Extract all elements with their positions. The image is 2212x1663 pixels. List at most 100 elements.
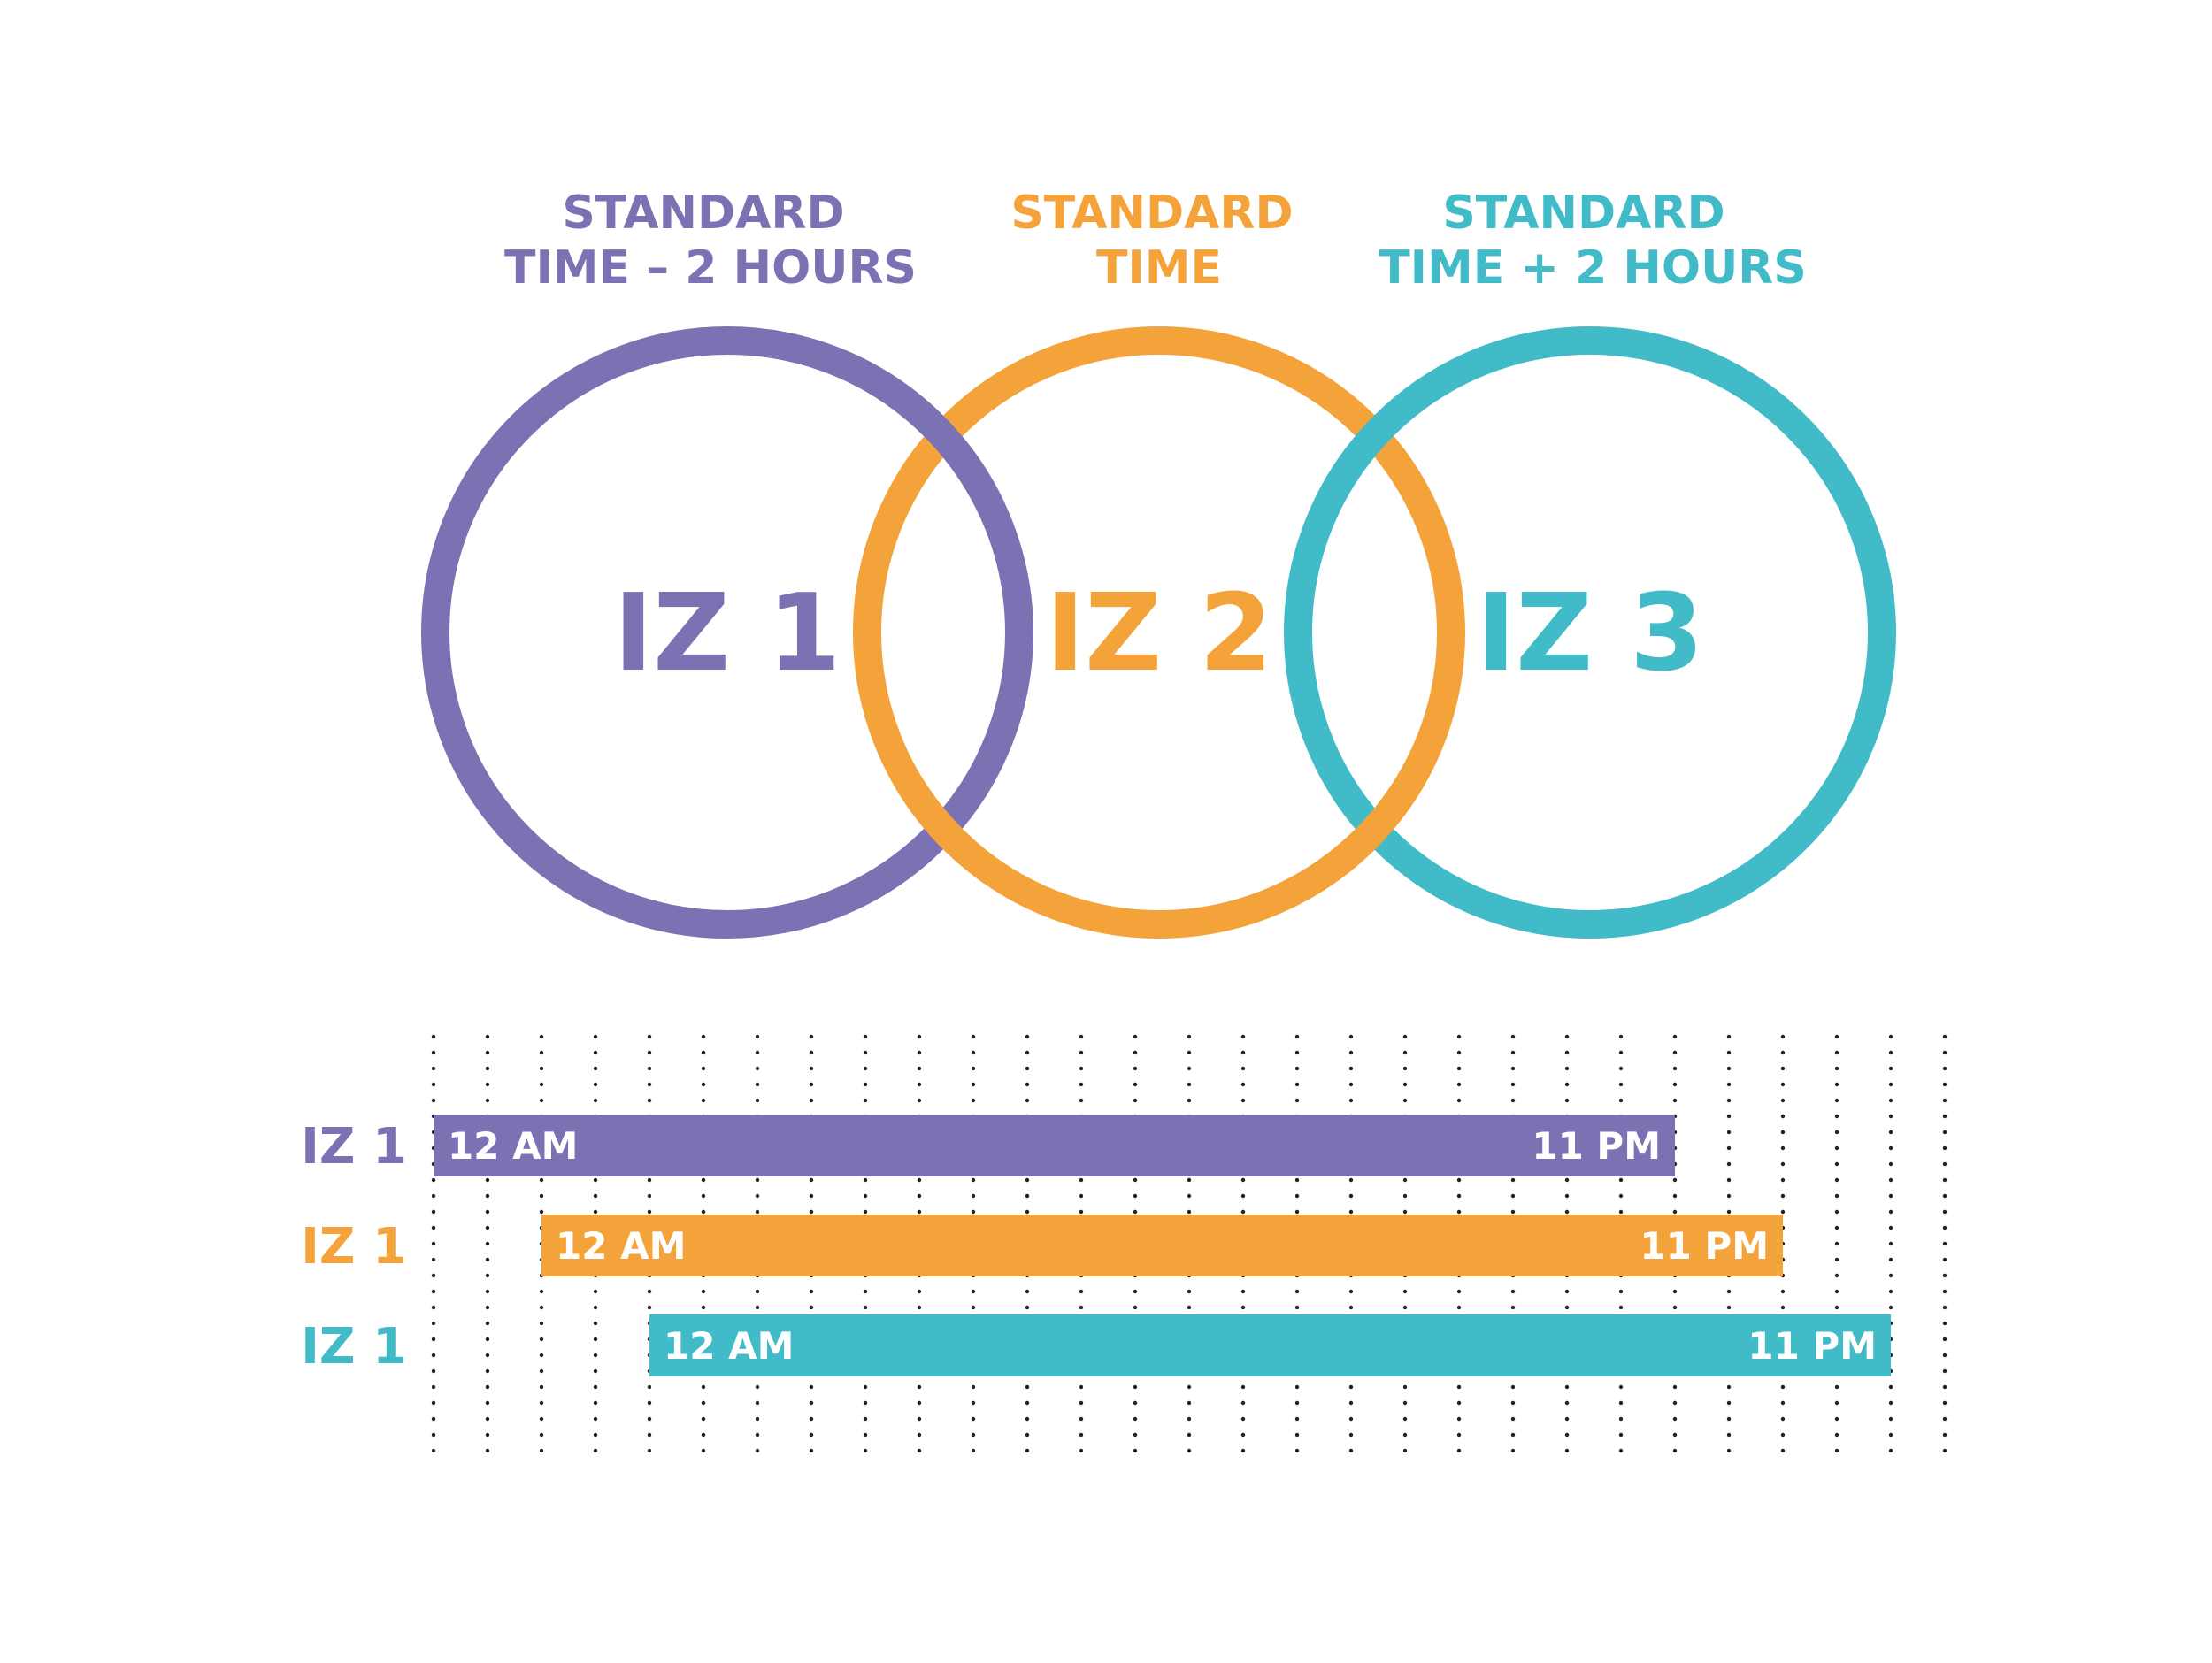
grid-dot: [863, 1034, 868, 1039]
grid-dot: [1402, 1098, 1408, 1103]
grid-dot: [593, 1034, 598, 1039]
grid-dot: [1510, 1432, 1516, 1437]
grid-dot: [539, 1098, 544, 1103]
grid-dot: [1187, 1066, 1192, 1071]
grid-dot: [1025, 1050, 1030, 1055]
grid-dot: [485, 1321, 490, 1326]
grid-dot: [863, 1448, 868, 1453]
grid-dot: [431, 1384, 436, 1390]
timeline-row-label-3: IZ 1: [301, 1318, 407, 1376]
grid-dot: [917, 1416, 922, 1422]
grid-dot: [1942, 1114, 1947, 1119]
grid-dot: [1672, 1432, 1678, 1437]
grid-dot: [1240, 1416, 1246, 1422]
grid-dot: [431, 1225, 436, 1230]
grid-dot: [1942, 1448, 1947, 1453]
grid-dot: [1942, 1353, 1947, 1358]
grid-dot: [1294, 1193, 1300, 1199]
grid-dot: [1456, 1305, 1462, 1310]
grid-dot: [1942, 1130, 1947, 1135]
grid-dot: [1780, 1114, 1786, 1119]
zone-label-iz1: IZ 1: [614, 572, 841, 695]
grid-dot: [1133, 1432, 1138, 1437]
grid-dot: [1888, 1448, 1893, 1453]
grid-dot: [1079, 1400, 1084, 1406]
grid-dot: [539, 1050, 544, 1055]
grid-dot: [1294, 1209, 1300, 1215]
grid-dot: [1510, 1448, 1516, 1453]
grid-dot: [1780, 1416, 1786, 1422]
grid-dot: [1942, 1416, 1947, 1422]
grid-dot: [485, 1241, 490, 1246]
grid-dot: [485, 1289, 490, 1294]
grid-dot: [701, 1432, 706, 1437]
grid-dot: [1780, 1448, 1786, 1453]
grid-dot: [1672, 1400, 1678, 1406]
grid-dot: [539, 1400, 544, 1406]
grid-dot: [755, 1066, 760, 1071]
grid-dot: [539, 1353, 544, 1358]
grid-dot: [971, 1416, 976, 1422]
grid-dot: [1456, 1384, 1462, 1390]
grid-dot: [1564, 1193, 1570, 1199]
grid-dot: [701, 1177, 706, 1183]
grid-dot: [1133, 1193, 1138, 1199]
grid-dot: [809, 1289, 814, 1294]
grid-dot: [431, 1209, 436, 1215]
grid-dot: [701, 1305, 706, 1310]
grid-dot: [1726, 1098, 1732, 1103]
grid-dot: [539, 1177, 544, 1183]
grid-dot: [1618, 1082, 1624, 1087]
grid-dot: [1834, 1209, 1839, 1215]
grid-dot: [1294, 1177, 1300, 1183]
grid-dot: [1780, 1161, 1786, 1167]
zone-circle-iz3: [1284, 326, 1896, 939]
grid-dot: [863, 1082, 868, 1087]
grid-dot: [1726, 1177, 1732, 1183]
grid-dot: [1025, 1384, 1030, 1390]
grid-dot: [701, 1384, 706, 1390]
grid-dot: [1942, 1241, 1947, 1246]
grid-dot: [1348, 1209, 1354, 1215]
grid-dot: [1726, 1193, 1732, 1199]
grid-dot: [1456, 1177, 1462, 1183]
grid-dot: [431, 1353, 436, 1358]
grid-dot: [593, 1432, 598, 1437]
grid-dot: [1240, 1177, 1246, 1183]
grid-dot: [1079, 1193, 1084, 1199]
grid-dot: [1456, 1416, 1462, 1422]
grid-dot: [1348, 1034, 1354, 1039]
grid-dot: [863, 1098, 868, 1103]
grid-dot: [1726, 1209, 1732, 1215]
grid-dot: [539, 1321, 544, 1326]
grid-dot: [1834, 1066, 1839, 1071]
grid-dot: [1187, 1416, 1192, 1422]
grid-dot: [917, 1050, 922, 1055]
grid-dot: [485, 1209, 490, 1215]
grid-dot: [1834, 1384, 1839, 1390]
grid-dot: [1187, 1305, 1192, 1310]
grid-dot: [1672, 1416, 1678, 1422]
grid-dot: [1942, 1257, 1947, 1262]
grid-dot: [1294, 1098, 1300, 1103]
grid-dot: [1618, 1098, 1624, 1103]
grid-dot: [755, 1098, 760, 1103]
grid-dot: [1564, 1034, 1570, 1039]
grid-dot: [1780, 1193, 1786, 1199]
grid-dot: [1240, 1066, 1246, 1071]
grid-dot: [1133, 1098, 1138, 1103]
grid-dot: [1888, 1289, 1893, 1294]
grid-dot: [1348, 1289, 1354, 1294]
grid-dot: [701, 1400, 706, 1406]
grid-dot: [539, 1305, 544, 1310]
zone-circle-iz2: [853, 326, 1465, 939]
grid-dot: [971, 1384, 976, 1390]
grid-dot: [1726, 1146, 1732, 1151]
grid-dot: [1672, 1193, 1678, 1199]
grid-dot: [1834, 1098, 1839, 1103]
grid-dot: [1726, 1289, 1732, 1294]
grid-dot: [1187, 1082, 1192, 1087]
grid-dot: [1564, 1050, 1570, 1055]
grid-dot: [485, 1432, 490, 1437]
grid-dot: [863, 1209, 868, 1215]
